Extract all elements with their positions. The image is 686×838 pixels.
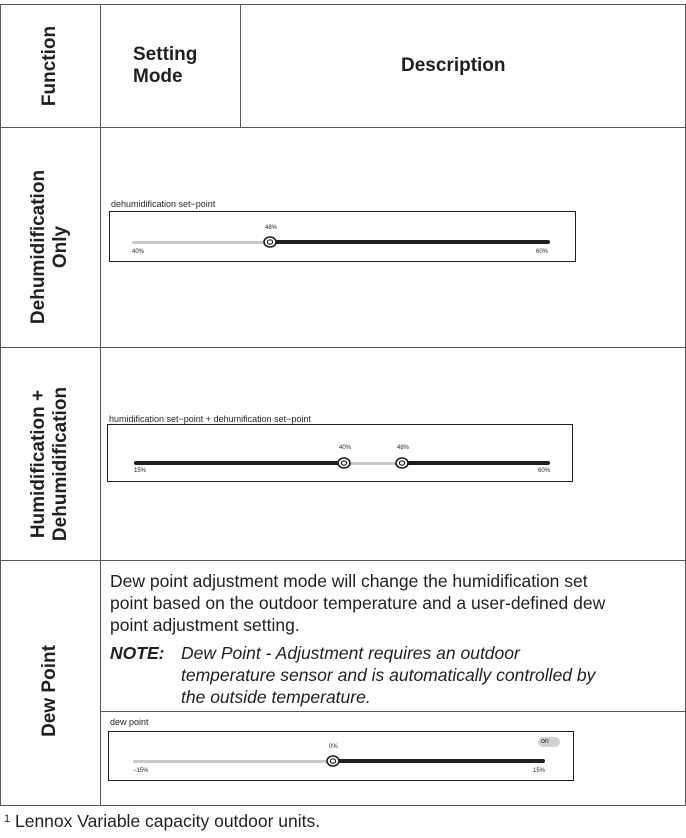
note-line-2: temperature sensor and is automatically … — [181, 665, 596, 685]
row1-function-line1: Dehumidification — [28, 169, 49, 325]
header-setting-mode: Setting Mode — [133, 44, 197, 88]
table-top-border — [0, 4, 686, 5]
row2-dehumidification-handle[interactable] — [395, 457, 409, 469]
row2-function-line2: Dehumidification — [50, 386, 71, 542]
humidification-dehumidification-panel: 15% 60% 40% 48% — [107, 424, 573, 482]
row1-track-active — [272, 240, 550, 244]
table-left-border — [0, 4, 1, 806]
row1-track-inactive — [132, 241, 272, 244]
dew-point-description: Dew point adjustment mode will change th… — [110, 570, 605, 636]
row2-handle1-label: 40% — [339, 445, 352, 451]
row2-track-high — [402, 461, 550, 465]
header-setting-mode-line1: Setting — [133, 44, 198, 65]
header-bottom-border — [0, 127, 686, 128]
row2-track-middle — [344, 462, 402, 465]
column2-divider — [240, 4, 241, 128]
note-text: Dew Point - Adjustment requires an outdo… — [181, 642, 595, 708]
note-line-1: Dew Point - Adjustment requires an outdo… — [181, 643, 520, 663]
description-line-1: Dew point adjustment mode will change th… — [110, 571, 588, 591]
note-label: NOTE: — [110, 643, 165, 663]
row1-function-label: Dehumidification Only — [28, 157, 72, 337]
row2-track-low — [134, 461, 344, 465]
row2-max-label: 60% — [538, 468, 551, 474]
row1-slider-handle[interactable] — [263, 236, 277, 248]
note-line-3: the outside temperature. — [181, 687, 371, 707]
row2-handle2-label: 48% — [397, 445, 410, 451]
row3-panel-label: dew point — [110, 717, 149, 727]
row3-track-inactive — [133, 760, 333, 763]
row3-max-label: 15% — [533, 768, 546, 774]
header-setting-mode-line2: Mode — [133, 66, 183, 87]
dew-point-panel: on −15% 15% 0% — [108, 731, 574, 781]
row2-function-line1: Humidification + — [28, 389, 49, 539]
dew-point-on-toggle[interactable]: on — [538, 737, 560, 747]
column1-divider — [100, 4, 101, 806]
row2-humidification-handle[interactable] — [337, 457, 351, 469]
row1-handle-label: 48% — [265, 225, 278, 231]
row2-bottom-border — [0, 560, 686, 561]
table-bottom-border — [0, 805, 686, 806]
row3-min-label: −15% — [133, 768, 149, 774]
row1-panel-label: dehumidification set−point — [111, 199, 216, 209]
row3-slider-handle[interactable] — [326, 755, 340, 767]
row1-function-line2: Only — [50, 225, 71, 269]
footnote-marker: 1 — [4, 813, 11, 825]
header-function: Function — [39, 25, 60, 107]
row3-track-active — [333, 759, 545, 763]
dehumidification-setpoint-panel: 40% 60% 48% — [109, 211, 576, 262]
row1-min-label: 40% — [132, 249, 145, 255]
description-line-3: point adjustment setting. — [110, 615, 300, 635]
row1-max-label: 60% — [536, 249, 549, 255]
row3-handle-label: 0% — [329, 744, 338, 750]
footnote-text: Lennox Variable capacity outdoor units. — [10, 811, 321, 831]
header-description: Description — [401, 55, 506, 76]
row1-bottom-border — [0, 347, 686, 348]
footnote: 1 Lennox Variable capacity outdoor units… — [4, 810, 320, 832]
row2-function-label: Humidification + Dehumidification — [28, 374, 72, 554]
row2-panel-label: humidification set−point + dehumificatio… — [109, 414, 311, 424]
description-line-2: point based on the outdoor temperature a… — [110, 593, 606, 613]
row2-min-label: 15% — [134, 468, 147, 474]
dew-point-divider — [101, 711, 685, 712]
row3-function-label: Dew Point — [39, 645, 60, 737]
